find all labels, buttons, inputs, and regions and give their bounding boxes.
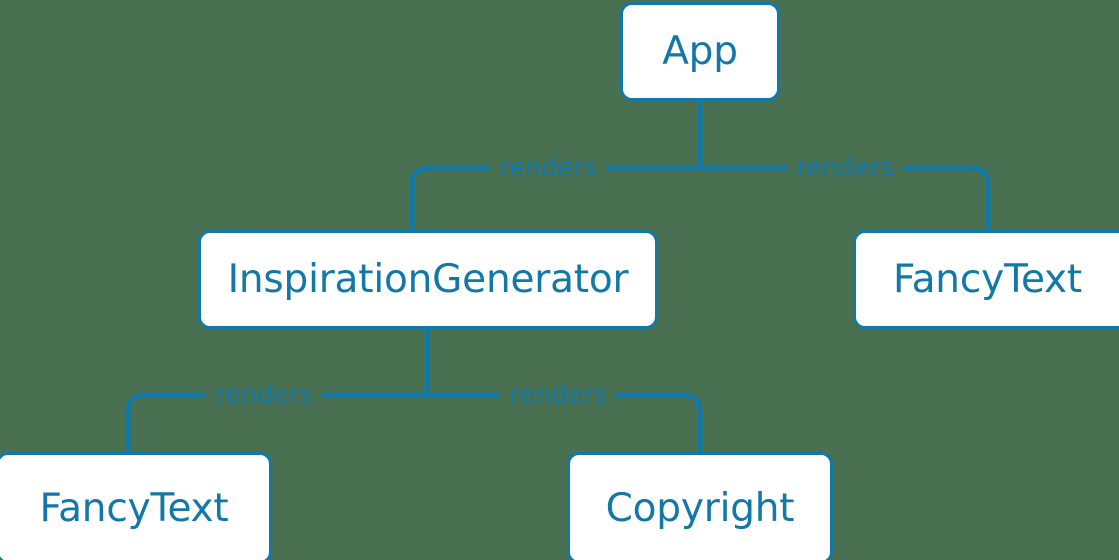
node-fancytext-right[interactable]: FancyText	[853, 230, 1119, 329]
edge-app-to-fancytext-right	[700, 165, 991, 230]
node-fancytext-bottom-label: FancyText	[39, 485, 229, 531]
edge-label-inspirationgenerator-to-fancytext-bottom: renders	[206, 382, 322, 408]
edge-label-inspirationgenerator-to-copyright: renders	[500, 382, 616, 408]
node-copyright-label: Copyright	[605, 485, 795, 531]
node-inspirationgenerator-label: InspirationGenerator	[227, 257, 629, 302]
node-fancytext-bottom[interactable]: FancyText	[0, 452, 272, 560]
edge-label-app-to-inspirationgenerator: renders	[490, 155, 606, 181]
node-inspirationgenerator[interactable]: InspirationGenerator	[198, 230, 658, 329]
edge-inspirationgenerator-to-copyright	[427, 392, 703, 452]
node-copyright[interactable]: Copyright	[567, 452, 833, 560]
edge-label-app-to-fancytext-right: renders	[787, 155, 903, 181]
edge-app-to-inspirationgenerator	[409, 165, 700, 230]
edge-inspirationgenerator-to-fancytext-bottom	[125, 392, 427, 452]
node-fancytext-right-label: FancyText	[892, 257, 1083, 302]
node-app-label: App	[662, 29, 738, 74]
node-app[interactable]: App	[620, 2, 780, 101]
